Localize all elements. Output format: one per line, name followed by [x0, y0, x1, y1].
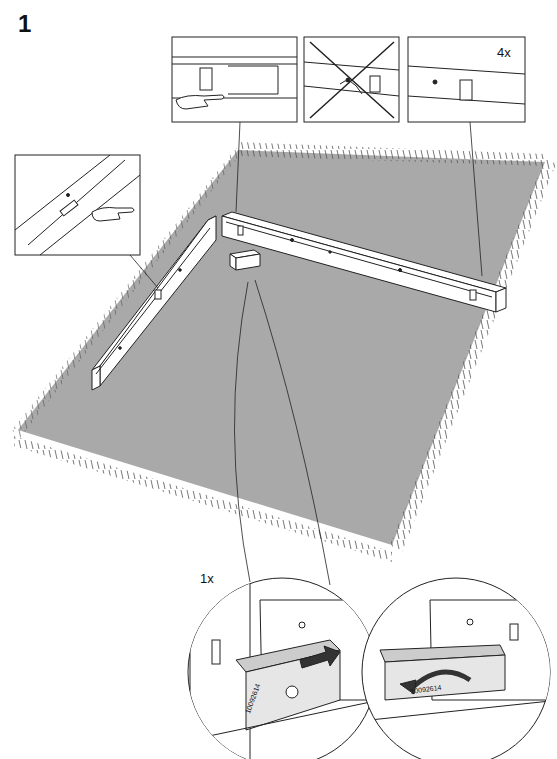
- leader-line: [234, 282, 250, 582]
- step-number: 1: [18, 12, 31, 36]
- detail-inset: [304, 37, 399, 122]
- connector-part: [230, 250, 260, 270]
- detail-circle: [362, 578, 557, 759]
- detail-inset: [15, 155, 158, 288]
- detail-circle: [188, 578, 390, 759]
- detail-inset: [172, 37, 297, 212]
- side-rail: [222, 212, 506, 312]
- quantity-label: 4x: [497, 46, 511, 59]
- detail-inset: [408, 37, 525, 276]
- leader-line: [255, 280, 330, 585]
- rug: [12, 142, 556, 562]
- quantity-label: 1x: [200, 572, 214, 585]
